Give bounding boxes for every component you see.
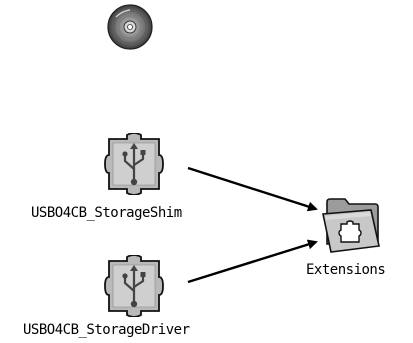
file-label-storage-shim[interactable]: USBO4CB_StorageShim [31, 205, 182, 221]
cd-disc-icon[interactable] [106, 3, 154, 51]
folder-label-extensions[interactable]: Extensions [306, 262, 386, 278]
arrow-driver-to-extensions [187, 239, 318, 284]
arrow-shim-to-extensions [187, 166, 318, 212]
file-label-storage-driver[interactable]: USBO4CB_StorageDriver [23, 322, 190, 338]
usb-extension-icon[interactable] [103, 255, 165, 317]
extensions-folder-icon[interactable] [321, 196, 383, 256]
usb-extension-icon[interactable] [103, 133, 165, 195]
